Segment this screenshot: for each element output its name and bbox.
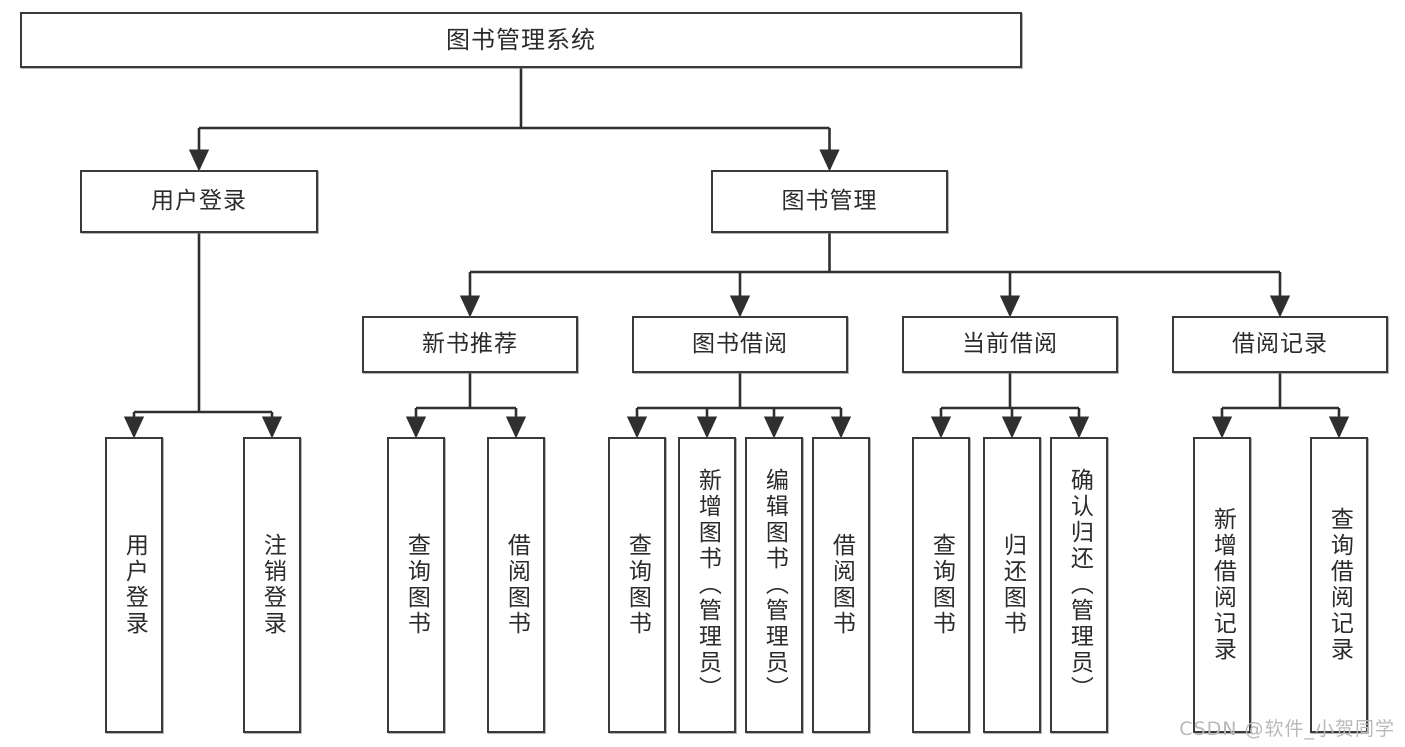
node-label: 借阅图书 (828, 533, 855, 637)
node-leaf-cb-return[interactable]: 归还图书 (983, 437, 1041, 733)
node-leaf-nb-borrow[interactable]: 借阅图书 (487, 437, 545, 733)
node-label: 图书借阅 (692, 330, 788, 357)
node-label: 新增图书（管理员） (694, 468, 721, 702)
node-label: 图书管理系统 (446, 25, 596, 54)
node-label: 查询借阅记录 (1326, 507, 1353, 663)
node-leaf-nb-query[interactable]: 查询图书 (387, 437, 445, 733)
node-label: 借阅记录 (1232, 330, 1328, 357)
node-label: 查询图书 (624, 533, 651, 637)
node-label: 查询图书 (403, 533, 430, 637)
node-label: 注销登录 (259, 533, 286, 637)
node-label: 图书管理 (781, 187, 878, 214)
node-label: 当前借阅 (962, 330, 1058, 357)
node-root[interactable]: 图书管理系统 (20, 12, 1022, 68)
node-leaf-logout[interactable]: 注销登录 (243, 437, 301, 733)
node-records[interactable]: 借阅记录 (1172, 316, 1388, 373)
node-label: 用户登录 (151, 187, 247, 214)
node-leaf-bw-query[interactable]: 查询图书 (608, 437, 666, 733)
node-leaf-cb-confirm[interactable]: 确认归还（管理员） (1050, 437, 1108, 733)
node-borrow[interactable]: 图书借阅 (632, 316, 848, 373)
node-leaf-cb-query[interactable]: 查询图书 (912, 437, 970, 733)
node-leaf-rc-query[interactable]: 查询借阅记录 (1310, 437, 1368, 733)
csdn-watermark: CSDN @软件_小贺同学 (1179, 718, 1395, 740)
node-label: 新增借阅记录 (1209, 507, 1236, 663)
node-bookmgmt[interactable]: 图书管理 (711, 170, 948, 233)
node-label: 归还图书 (999, 533, 1026, 637)
node-label: 新书推荐 (422, 330, 518, 357)
node-login[interactable]: 用户登录 (80, 170, 318, 233)
node-newbook[interactable]: 新书推荐 (362, 316, 578, 373)
node-label: 用户登录 (121, 533, 148, 637)
node-label: 确认归还（管理员） (1066, 468, 1093, 702)
node-leaf-bw-add[interactable]: 新增图书（管理员） (678, 437, 736, 733)
node-leaf-bw-borrow[interactable]: 借阅图书 (812, 437, 870, 733)
node-label: 编辑图书（管理员） (761, 468, 788, 702)
node-current[interactable]: 当前借阅 (902, 316, 1118, 373)
node-leaf-bw-edit[interactable]: 编辑图书（管理员） (745, 437, 803, 733)
node-leaf-rc-add[interactable]: 新增借阅记录 (1193, 437, 1251, 733)
node-leaf-login[interactable]: 用户登录 (105, 437, 163, 733)
node-label: 借阅图书 (503, 533, 530, 637)
node-label: 查询图书 (928, 533, 955, 637)
